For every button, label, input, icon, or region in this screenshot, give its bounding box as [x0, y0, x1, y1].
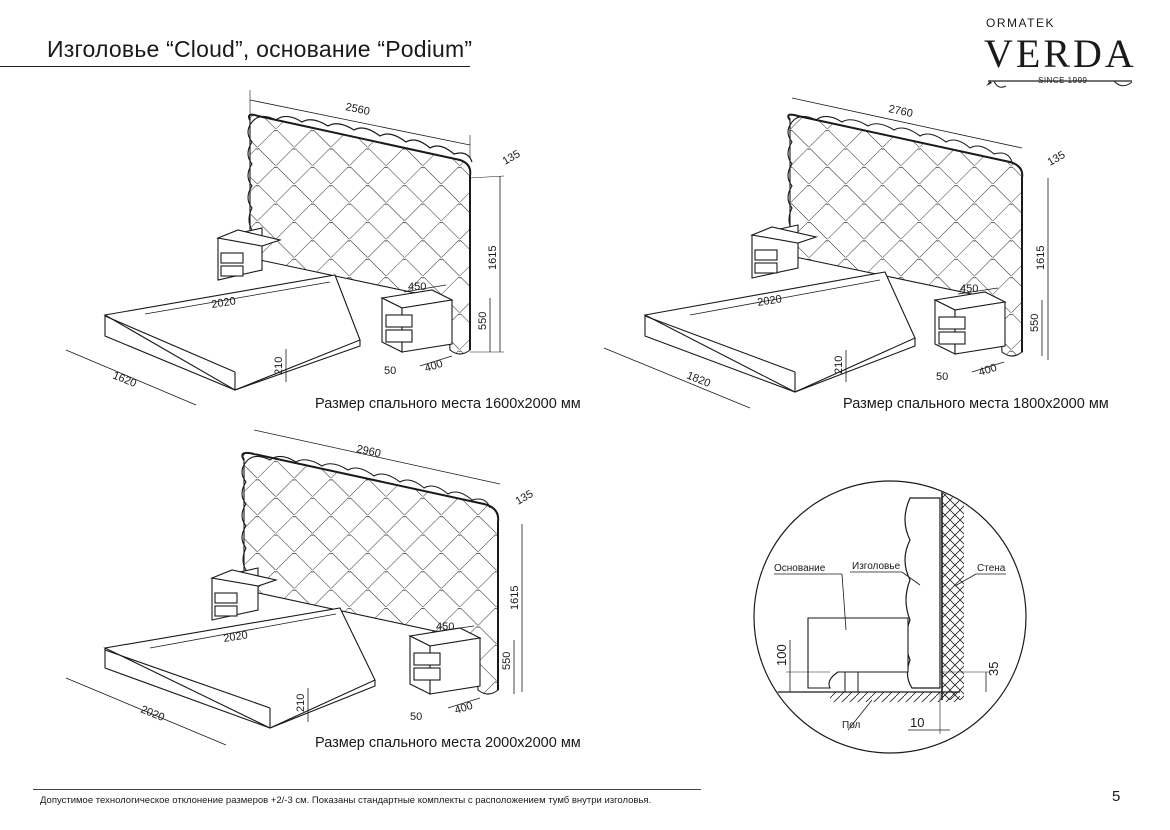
dim-nightstand-d-1: 400 — [423, 358, 444, 375]
detail-dim-10: 10 — [910, 715, 924, 730]
dim-nightstand-w-1: 450 — [408, 281, 426, 293]
page-number: 5 — [1112, 788, 1121, 805]
dim-base-width-1: 1620 — [111, 370, 138, 390]
dim-leg-2: 50 — [936, 371, 948, 383]
dim-width-1: 2560 — [344, 101, 370, 118]
detail-dim-35: 35 — [986, 662, 1001, 676]
dim-width-2: 2760 — [887, 103, 913, 120]
detail-label-floor: Пол — [842, 720, 861, 731]
bed-diagram-2 — [603, 97, 1049, 409]
dim-width-3: 2960 — [355, 443, 381, 460]
dim-height-1: 1615 — [487, 246, 499, 270]
dim-nightstand-h-3: 550 — [501, 652, 513, 670]
bed-diagram-3 — [65, 429, 523, 746]
dim-leg-1: 50 — [384, 365, 396, 377]
detail-section — [753, 480, 1027, 754]
detail-label-base: Основание — [774, 563, 826, 574]
dim-base-height-3: 210 — [295, 694, 307, 712]
bed-diagram-1 — [65, 90, 505, 406]
page-title: Изголовье “Cloud”, основание “Podium” — [47, 36, 473, 62]
dim-base-height-2: 210 — [833, 356, 845, 374]
dim-base-width-3: 2020 — [139, 704, 166, 724]
title-divider — [0, 66, 470, 67]
dim-depth-1: 135 — [501, 148, 523, 168]
logo-needle-icon — [986, 80, 1133, 88]
dim-base-height-1: 210 — [273, 357, 285, 375]
brand-logo: ORMATEK VERDA SINCE 1999 — [984, 16, 1136, 96]
footer-divider — [33, 789, 701, 790]
dim-leg-3: 50 — [410, 711, 422, 723]
caption-2: Размер спального места 1800x2000 мм — [843, 396, 1109, 412]
dim-depth-2: 135 — [1046, 149, 1068, 169]
dim-length-1: 2020 — [211, 295, 237, 311]
caption-3: Размер спального места 2000x2000 мм — [315, 735, 581, 751]
detail-dim-100: 100 — [774, 644, 789, 666]
dim-nightstand-h-1: 550 — [477, 312, 489, 330]
detail-label-headboard: Изголовье — [852, 561, 901, 572]
dim-nightstand-h-2: 550 — [1029, 314, 1041, 332]
dim-nightstand-d-2: 400 — [977, 362, 998, 379]
logo-top-text: ORMATEK — [986, 16, 1055, 30]
dim-nightstand-w-2: 450 — [960, 283, 978, 295]
dim-nightstand-d-3: 400 — [453, 700, 474, 717]
logo-brand-text: VERDA — [984, 31, 1137, 76]
logo-since-text: SINCE 1999 — [1038, 76, 1088, 85]
dim-length-3: 2020 — [223, 629, 249, 645]
dim-length-2: 2020 — [757, 293, 783, 309]
caption-1: Размер спального места 1600x2000 мм — [315, 396, 581, 412]
dim-depth-3: 135 — [514, 488, 536, 508]
footer-note: Допустимое технологическое отклонение ра… — [40, 795, 652, 806]
dim-nightstand-w-3: 450 — [436, 621, 454, 633]
dim-height-2: 1615 — [1035, 246, 1047, 270]
detail-label-wall: Стена — [977, 563, 1006, 574]
dim-height-3: 1615 — [509, 586, 521, 610]
